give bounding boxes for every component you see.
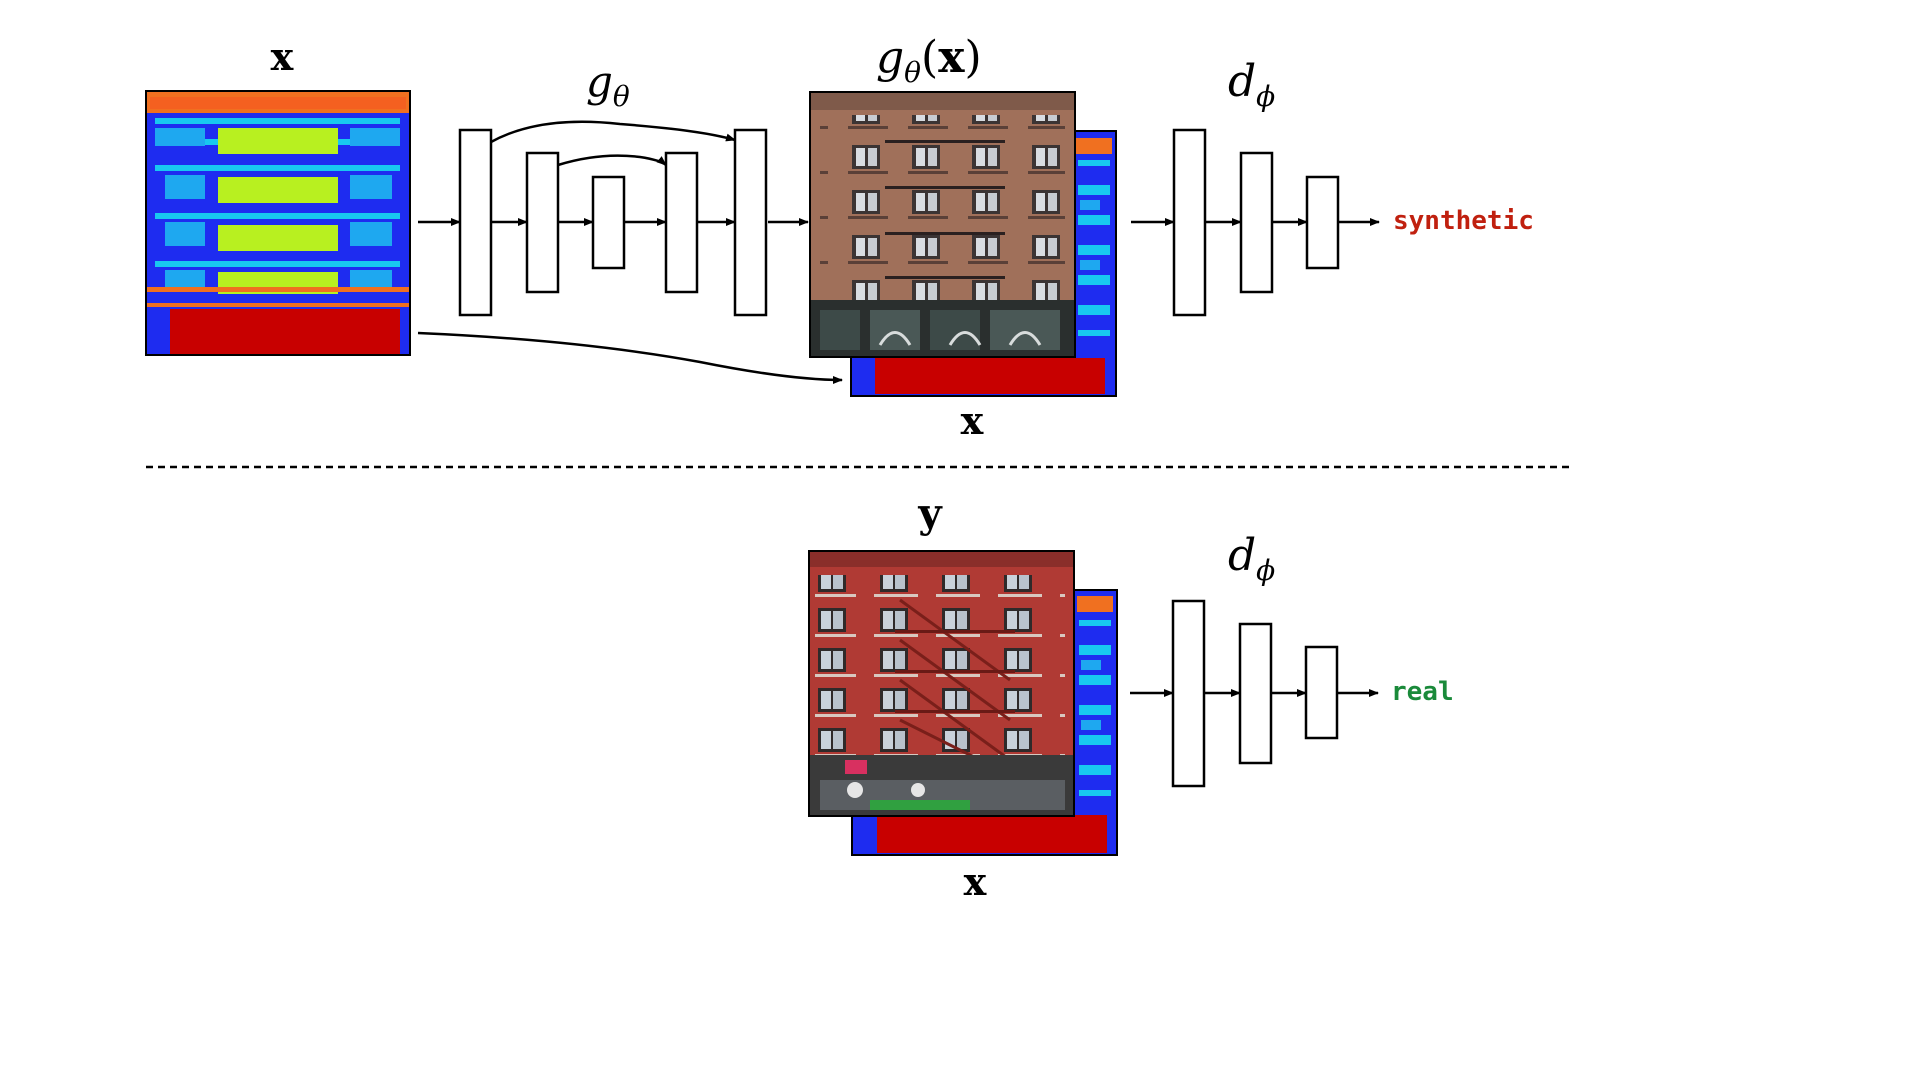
gen-bottleneck-block [591, 175, 626, 270]
cond-x-label-top: x [961, 398, 984, 443]
real-y-label: y [917, 490, 943, 537]
real-facade-image [808, 550, 1075, 817]
generator-unet [458, 120, 768, 317]
gen-enc-block-2 [525, 151, 560, 294]
gen-dec-block-1 [664, 151, 699, 294]
disc-bottom-block-1 [1171, 599, 1206, 788]
disc-top-block-1 [1172, 128, 1207, 317]
generator-label: gθ [586, 57, 630, 113]
disc-top-block-2 [1239, 151, 1274, 294]
cond-x-label-bottom: x [964, 859, 987, 904]
output-synthetic: synthetic [1393, 206, 1534, 236]
disc-bottom-block-3 [1304, 645, 1339, 740]
skip-connection-outer [490, 120, 736, 144]
disc-bottom-block-2 [1238, 622, 1273, 765]
disc-label-top: dϕ [1228, 56, 1275, 113]
discriminator-top [1172, 128, 1380, 317]
arrow-input-to-condition [417, 331, 843, 384]
disc-top-block-3 [1305, 175, 1340, 270]
gen-dec-block-2 [733, 128, 768, 317]
skip-connection-inner [557, 154, 667, 167]
disc-label-bottom: dϕ [1228, 530, 1275, 587]
output-real: real [1391, 677, 1454, 707]
gen-output-label: gθ(x) [876, 32, 982, 89]
discriminator-bottom [1171, 599, 1379, 788]
input-x-label: x [271, 34, 294, 79]
input-label-map [145, 90, 411, 356]
generated-facade-image [809, 91, 1076, 358]
gen-enc-block-1 [458, 128, 493, 317]
